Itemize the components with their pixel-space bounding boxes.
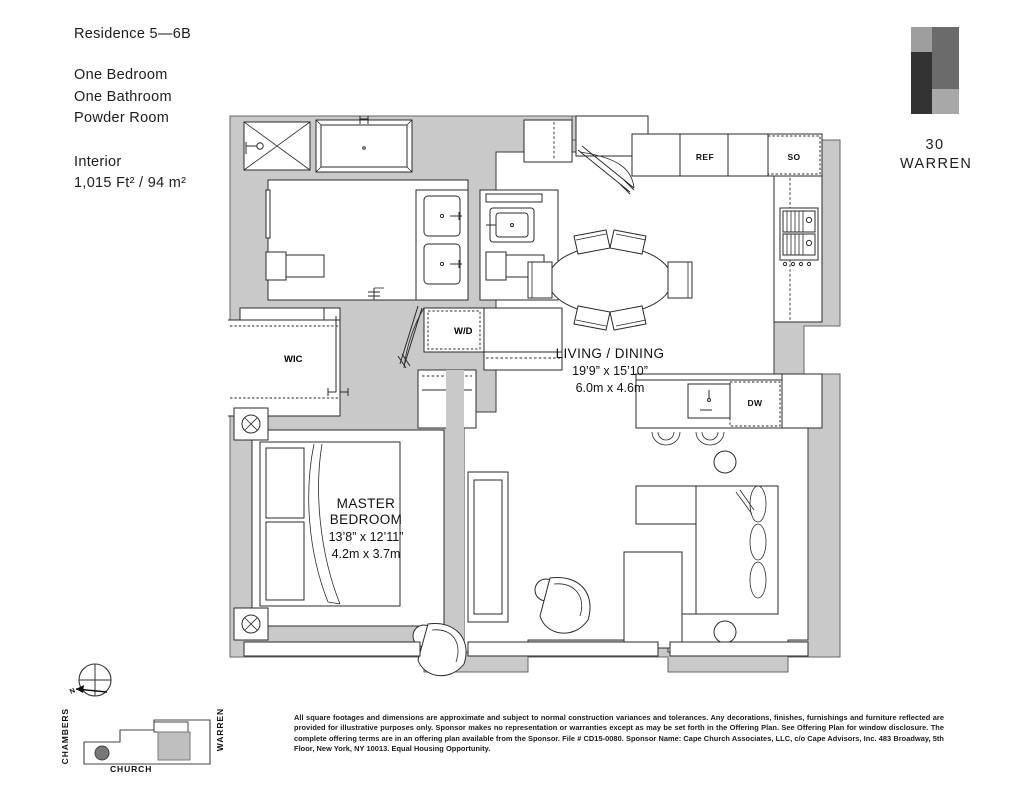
nightstand-left <box>233 407 269 441</box>
bedroom-entry-closet <box>417 369 509 648</box>
vanity-sinks <box>415 189 469 301</box>
powder-room <box>479 119 573 301</box>
master-bedroom: MASTER BEDROOM 13’8” x 12’11” 4.2m x 3.7… <box>233 407 445 641</box>
dining-chair <box>609 229 647 255</box>
dining-chair <box>667 261 693 299</box>
living-dining-name: LIVING / DINING <box>556 346 665 361</box>
sectional-sofa <box>635 485 779 615</box>
hall-closets <box>397 305 563 371</box>
walk-in-closet: WIC <box>228 307 349 417</box>
coffee-table <box>623 551 683 649</box>
dining-chair <box>609 305 647 331</box>
cooktop-icon <box>779 207 819 267</box>
kitchen-dw-tag: DW <box>748 398 764 408</box>
kitchen-island: DW <box>635 373 783 446</box>
kitchen-so-tag: SO <box>787 152 800 162</box>
site-map-graphic <box>83 719 211 765</box>
wic-tag: WIC <box>284 354 303 365</box>
tub-faucet-icon <box>359 116 369 124</box>
feature-bedroom: One Bedroom <box>74 67 168 83</box>
dining-chair <box>527 261 553 299</box>
lounge-chair <box>412 623 467 677</box>
floor-plan: .w{fill:#c9c9c9;stroke:#666;stroke-width… <box>228 112 842 687</box>
brand-number: 30 <box>925 137 945 153</box>
bed-furniture <box>259 441 401 607</box>
kitchen: REF SO <box>631 133 823 446</box>
living-dining-dim-metric: 6.0m x 4.6m <box>576 381 645 395</box>
residence-info-block: Residence 5—6B One Bedroom One Bathroom … <box>74 26 304 195</box>
page-title: Residence 5—6B <box>74 26 192 42</box>
interior-area-group: Interior 1,015 Ft² / 94 m² <box>74 152 304 195</box>
laundry-closet: W/D <box>423 307 485 353</box>
nightstand-right <box>233 607 269 641</box>
brand-street: WARREN <box>900 156 973 172</box>
sitemap-street-chambers: CHAMBERS <box>60 708 70 765</box>
kitchen-ref-tag: REF <box>696 152 714 162</box>
bathroom-door <box>368 287 384 300</box>
side-table <box>713 450 737 474</box>
feature-powder-room: Powder Room <box>74 110 170 126</box>
side-table <box>713 620 737 644</box>
wic-door-opening <box>327 316 349 396</box>
disclaimer-paragraph: All square footages and dimensions are a… <box>294 713 944 754</box>
lounge-chair <box>534 577 591 634</box>
master-bedroom-name-line1: MASTER <box>337 496 396 511</box>
compass-north-label: N <box>69 687 77 695</box>
hall-door <box>397 305 425 369</box>
site-map: CHAMBERS WARREN CHURCH <box>60 708 242 778</box>
sitemap-street-warren: WARREN <box>215 708 225 752</box>
entry-door <box>577 145 635 195</box>
master-bedroom-name-line2: BEDROOM <box>330 512 403 527</box>
brand-block: 30 WARREN <box>900 27 973 174</box>
living-dining: LIVING / DINING 19’9” x 15’10” 6.0m x 4.… <box>412 229 779 677</box>
interior-label: Interior <box>74 153 122 170</box>
living-dining-dim-imperial: 19’9” x 15’10” <box>572 364 648 378</box>
feature-bathroom: One Bathroom <box>74 88 172 105</box>
master-bathroom <box>243 116 469 301</box>
master-bedroom-dim-metric: 4.2m x 3.7m <box>332 547 401 561</box>
master-bedroom-dim-imperial: 13’8” x 12’11” <box>329 530 404 544</box>
shower-head-icon <box>245 142 264 154</box>
toilet-fixture <box>265 251 325 281</box>
dining-set <box>527 229 693 331</box>
bar-stools <box>651 431 725 446</box>
powder-sink <box>486 207 535 243</box>
interior-area-value: 1,015 Ft² / 94 m² <box>74 175 187 191</box>
disclaimer-text: All square footages and dimensions are a… <box>294 713 944 755</box>
logo-icon <box>911 27 959 114</box>
laundry-wd-tag: W/D <box>454 326 473 337</box>
brand-name: 30 WARREN <box>900 136 973 174</box>
sitemap-street-church: CHURCH <box>110 764 153 774</box>
compass-icon: N <box>62 656 122 716</box>
windows <box>243 641 809 657</box>
